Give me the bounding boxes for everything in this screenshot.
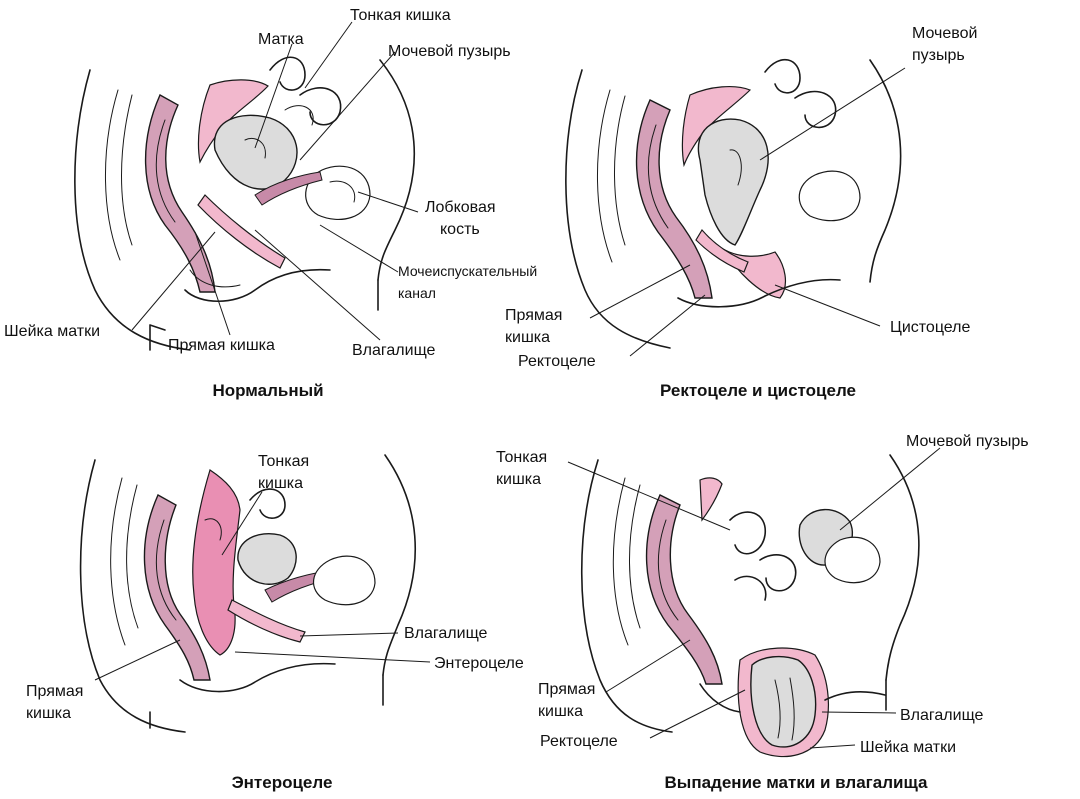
- label-rectocele: Ректоцеле: [518, 353, 596, 370]
- panel-title-uterine-vaginal-prolapse: Выпадение матки и влагалища: [665, 773, 928, 792]
- label-vagina: Влагалище: [900, 707, 984, 724]
- panel-title-normal: Нормальный: [212, 381, 323, 400]
- label-cervix: Шейка матки: [860, 739, 956, 756]
- panel-rectocele-cystocele: Мочевой пузырь Прямая кишка Цистоцеле Ре…: [505, 25, 977, 400]
- label-rectum-1: Прямая: [505, 307, 562, 324]
- label-urethra-1: Мочеиспускательный: [398, 263, 537, 279]
- panel-uterine-vaginal-prolapse: Тонкая кишка Мочевой пузырь Прямая кишка…: [496, 433, 1029, 792]
- panel-enterocele: Тонкая кишка Влагалище Энтероцеле Прямая…: [26, 453, 524, 792]
- label-small-intestine: Тонкая кишка: [350, 7, 451, 24]
- label-rectocele: Ректоцеле: [540, 733, 618, 750]
- label-bladder-1: Мочевой: [912, 25, 977, 42]
- label-bladder: Мочевой пузырь: [906, 433, 1029, 450]
- label-rectum-2: кишка: [505, 329, 550, 346]
- label-small-intestine-2: кишка: [258, 475, 303, 492]
- label-uterus: Матка: [258, 31, 304, 48]
- illustration-rectocele-cystocele: [565, 58, 902, 349]
- label-vagina: Влагалище: [404, 625, 488, 642]
- illustration-normal: [74, 56, 416, 351]
- panel-title-enterocele: Энтероцеле: [232, 773, 333, 792]
- label-small-intestine-1: Тонкая: [496, 449, 547, 466]
- label-rectum-1: Прямая: [538, 681, 595, 698]
- illustration-enterocele: [79, 454, 417, 733]
- illustration-uterine-vaginal-prolapse: [580, 454, 920, 758]
- label-rectum-2: кишка: [538, 703, 583, 720]
- label-rectum-2: кишка: [26, 705, 71, 722]
- label-small-intestine-1: Тонкая: [258, 453, 309, 470]
- label-pubic-bone-1: Лобковая: [425, 199, 496, 216]
- label-cystocele: Цистоцеле: [890, 319, 971, 336]
- label-pubic-bone-2: кость: [440, 221, 480, 238]
- label-rectum-1: Прямая: [26, 683, 83, 700]
- label-rectum: Прямая кишка: [168, 337, 275, 354]
- label-cervix: Шейка матки: [4, 323, 100, 340]
- label-bladder-2: пузырь: [912, 47, 965, 64]
- label-small-intestine-2: кишка: [496, 471, 541, 488]
- label-bladder: Мочевой пузырь: [388, 43, 511, 60]
- label-enterocele: Энтероцеле: [434, 655, 524, 672]
- label-vagina: Влагалище: [352, 342, 436, 359]
- panel-title-rectocele-cystocele: Ректоцеле и цистоцеле: [660, 381, 856, 400]
- label-urethra-2: канал: [398, 285, 436, 301]
- panel-normal: Матка Тонкая кишка Мочевой пузырь Лобков…: [4, 7, 537, 400]
